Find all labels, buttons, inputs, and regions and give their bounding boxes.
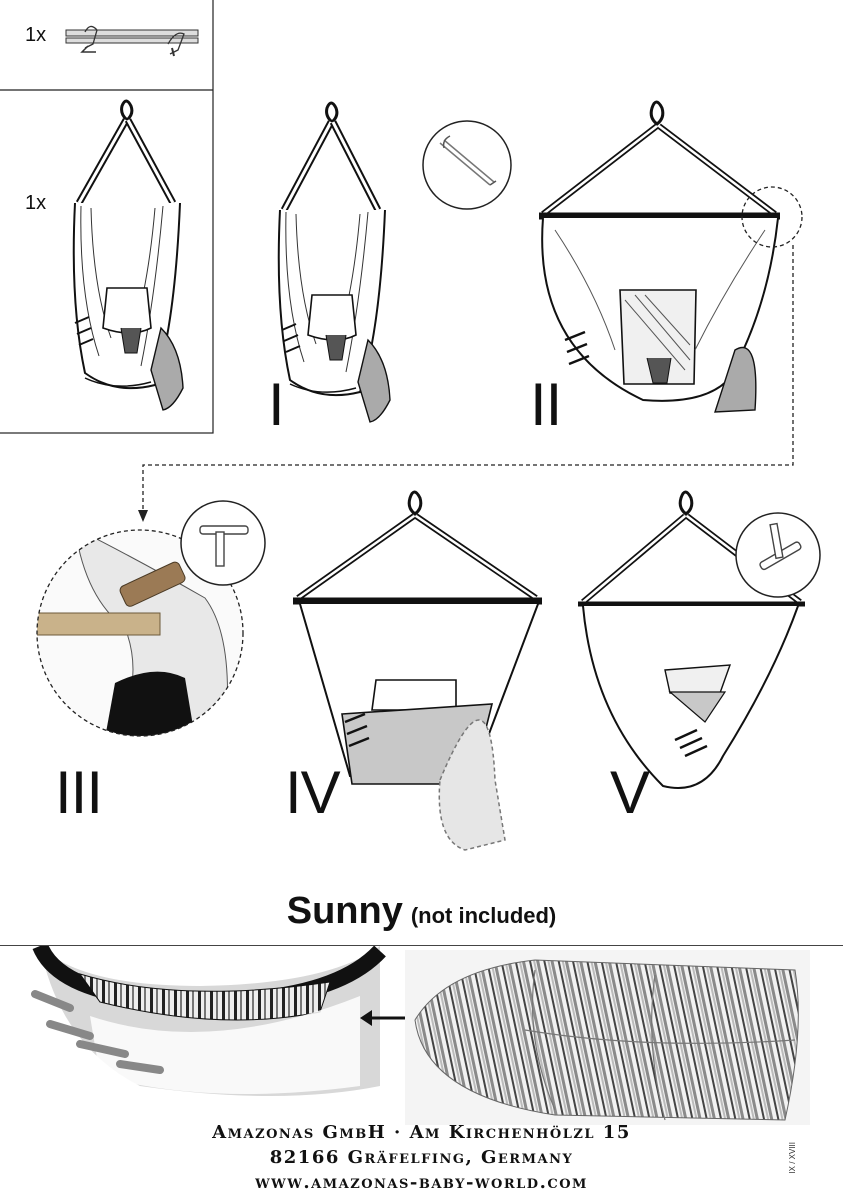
chair-illustration-step-5: [578, 490, 805, 789]
step-3-detail-photo: [36, 529, 244, 737]
address-line-1: Amazonas GmbH · Am Kirchenhölzl 15: [212, 1122, 631, 1143]
hanger-bar-illustration: [65, 25, 199, 57]
section-divider: [0, 945, 843, 946]
hanger-bar-quantity: 1x: [25, 24, 47, 46]
page-code: IX / XVIII: [788, 1142, 797, 1174]
cushion-photo: [405, 950, 810, 1125]
callout-connector-arrow: [138, 245, 794, 522]
step-label-3: III: [55, 759, 103, 826]
address-line-3: www.amazonas-baby-world.com: [255, 1172, 588, 1193]
cushion-in-chair-photo: [31, 946, 386, 1096]
chair-quantity: 1x: [25, 192, 47, 214]
parts-box: [0, 0, 214, 434]
tensioner-detail-circle: [735, 512, 821, 598]
step-label-5: V: [610, 759, 650, 826]
accessory-note: (not included): [410, 903, 557, 928]
clip-detail-circle: [422, 120, 512, 210]
bar-clip-detail-circle: [180, 500, 266, 586]
insert-arrow-icon: [360, 1010, 410, 1026]
chair-illustration-parts: [72, 99, 184, 411]
step-label-1: I: [268, 371, 285, 438]
chair-illustration-step-1: [277, 101, 391, 423]
step-label-2: II: [530, 371, 562, 438]
accessory-name: Sunny: [286, 890, 403, 932]
accessory-heading: Sunny (not included): [0, 890, 843, 933]
chair-illustration-step-2: [539, 100, 780, 413]
address-line-2: 82166 Gräfelfing, Germany: [269, 1147, 574, 1168]
chair-illustration-step-4: [293, 490, 542, 851]
detail-callout-circle: [741, 186, 803, 248]
step-label-4: IV: [285, 759, 341, 826]
footer-address: Amazonas GmbH · Am Kirchenhölzl 15 82166…: [0, 1120, 843, 1195]
